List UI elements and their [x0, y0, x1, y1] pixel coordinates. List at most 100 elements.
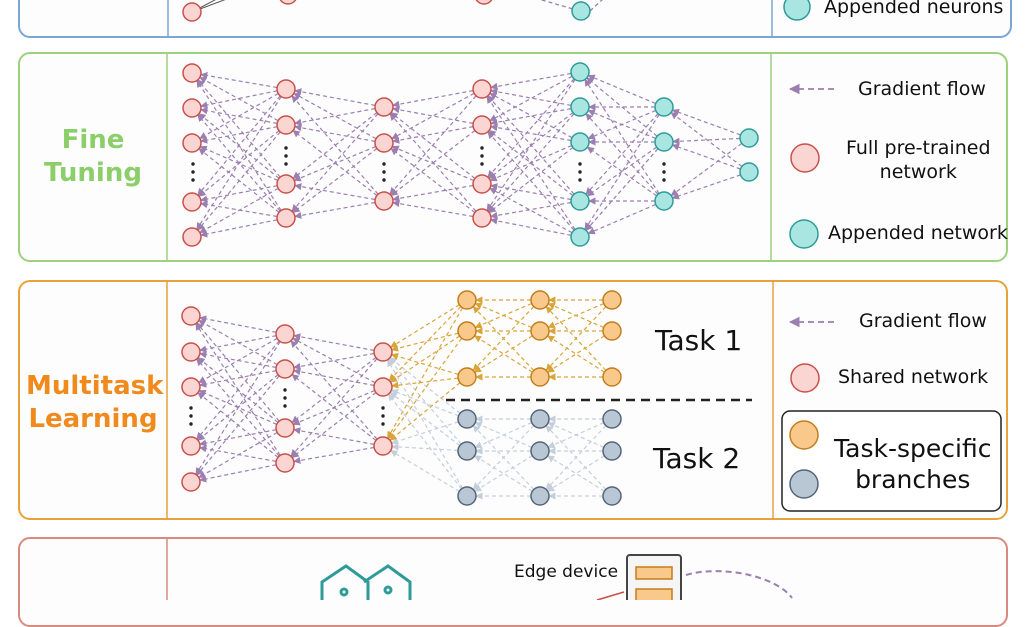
- pretrained-neuron: [374, 133, 394, 153]
- ellipsis-dot: [382, 170, 386, 174]
- ellipsis-dot: [284, 162, 288, 166]
- gradient-edge: [490, 217, 572, 236]
- legend-gradient-flow-mt: Gradient flow: [859, 310, 987, 332]
- pretrained-neuron: [472, 208, 492, 228]
- edge-device-arrow: [685, 570, 793, 599]
- gradient-edge: [391, 145, 474, 182]
- pretrained-neuron: [374, 97, 394, 117]
- task1-edge: [391, 377, 459, 389]
- ellipsis-dot: [480, 146, 484, 150]
- gradient-edge: [196, 322, 280, 422]
- multitask-title-line2: Learning: [28, 404, 158, 434]
- task2-edge: [390, 421, 459, 445]
- gradient-edge: [199, 464, 277, 483]
- task1-neuron: [602, 321, 622, 341]
- ellipsis-dot: [662, 162, 666, 166]
- shared-neuron: [275, 418, 295, 438]
- gradient-edge: [671, 174, 741, 200]
- gradient-edge: [487, 78, 575, 178]
- task2-edge: [472, 425, 535, 491]
- legend-full-pretrained: Full pre-trained network: [846, 136, 991, 184]
- task1-edge: [546, 335, 605, 373]
- home-devices-icon: [320, 564, 412, 600]
- gradient-edge: [487, 113, 575, 212]
- gradient-edge: [489, 75, 573, 122]
- task1-neuron: [530, 367, 550, 387]
- gradient-edge: [671, 143, 741, 170]
- appended-neuron: [570, 97, 590, 117]
- legend-task2-icon: [789, 469, 819, 499]
- gradient-edge: [670, 112, 743, 167]
- task2-neuron: [602, 486, 622, 506]
- gradient-edge: [196, 340, 280, 440]
- gradient-edge: [294, 88, 376, 106]
- ellipsis-dots: [189, 146, 666, 426]
- appended-neuron: [571, 1, 591, 21]
- gradient-edge: [292, 130, 378, 196]
- task2-edge: [388, 358, 462, 445]
- gradient-edge: [586, 77, 658, 137]
- shared-neuron: [181, 436, 201, 456]
- shared-neuron: [181, 342, 201, 362]
- ellipsis-dot: [578, 170, 582, 174]
- gradient-edge: [196, 96, 282, 231]
- fine-tuning-title-line1: Fine: [61, 125, 125, 155]
- appended-neuron: [570, 227, 590, 247]
- fine-tuning-panel: [18, 52, 1008, 262]
- gradient-edge: [486, 79, 576, 212]
- gradient-edge: [197, 131, 281, 231]
- gradient-edge: [290, 340, 378, 440]
- gradient-edge: [200, 90, 278, 109]
- gradient-edge: [195, 341, 281, 476]
- task2-edge: [386, 359, 464, 489]
- legend-appended-icon: [783, 0, 811, 21]
- ellipsis-dot: [191, 162, 195, 166]
- legend-appended-icon: [789, 219, 819, 249]
- gradient-edge: [292, 148, 378, 213]
- legend-full-pretrained-line1: Full pre-trained: [846, 137, 991, 159]
- gradient-edge: [200, 219, 278, 238]
- gradient-edge: [392, 200, 474, 218]
- task1-edge: [389, 382, 461, 441]
- gradient-edge: [198, 431, 278, 479]
- gradient-edge: [490, 108, 572, 126]
- appended-neuron: [654, 132, 674, 152]
- gradient-edge: [292, 112, 378, 179]
- task1-neuron: [602, 290, 622, 310]
- multitask-title-line1: Multitask: [26, 371, 164, 401]
- gradient-edge: [198, 337, 278, 384]
- task1-edge: [546, 335, 605, 373]
- gradient-edge: [292, 337, 376, 384]
- gradient-edge: [586, 146, 657, 197]
- task2-neuron: [457, 486, 477, 506]
- task1-neuron: [457, 290, 477, 310]
- multitask-edges: [195, 296, 607, 500]
- ellipsis-dot: [284, 146, 288, 150]
- task1-neuron: [602, 367, 622, 387]
- gradient-edge: [392, 126, 474, 144]
- appended-neuron: [570, 191, 590, 211]
- task2-neuron: [530, 486, 550, 506]
- ellipsis-dot: [381, 414, 385, 418]
- gradient-edge: [199, 92, 279, 140]
- gradient-edge: [391, 92, 475, 140]
- top-panel-network: [182, 0, 811, 22]
- pretrained-neuron: [276, 115, 296, 135]
- pretrained-neuron: [475, 0, 493, 5]
- ellipsis-dot: [191, 178, 195, 182]
- ellipsis-dot: [578, 178, 582, 182]
- ellipsis-dot: [189, 414, 193, 418]
- gradient-edge: [392, 184, 474, 202]
- gradient-edge: [584, 114, 660, 231]
- task1-label: Task 1: [655, 324, 743, 357]
- legend-shared-icon: [790, 363, 820, 393]
- multitask-neurons: [181, 290, 622, 506]
- fine-tuning-title-line2: Tuning: [44, 158, 142, 188]
- gradient-edge: [587, 203, 656, 235]
- gradient-edge: [293, 333, 375, 351]
- gradient-edge: [290, 358, 378, 457]
- gradient-edge: [489, 187, 573, 234]
- legend-appended-neurons: Appended neurons: [824, 0, 1004, 18]
- gradient-edge: [392, 90, 474, 108]
- ellipsis-dot: [381, 406, 385, 410]
